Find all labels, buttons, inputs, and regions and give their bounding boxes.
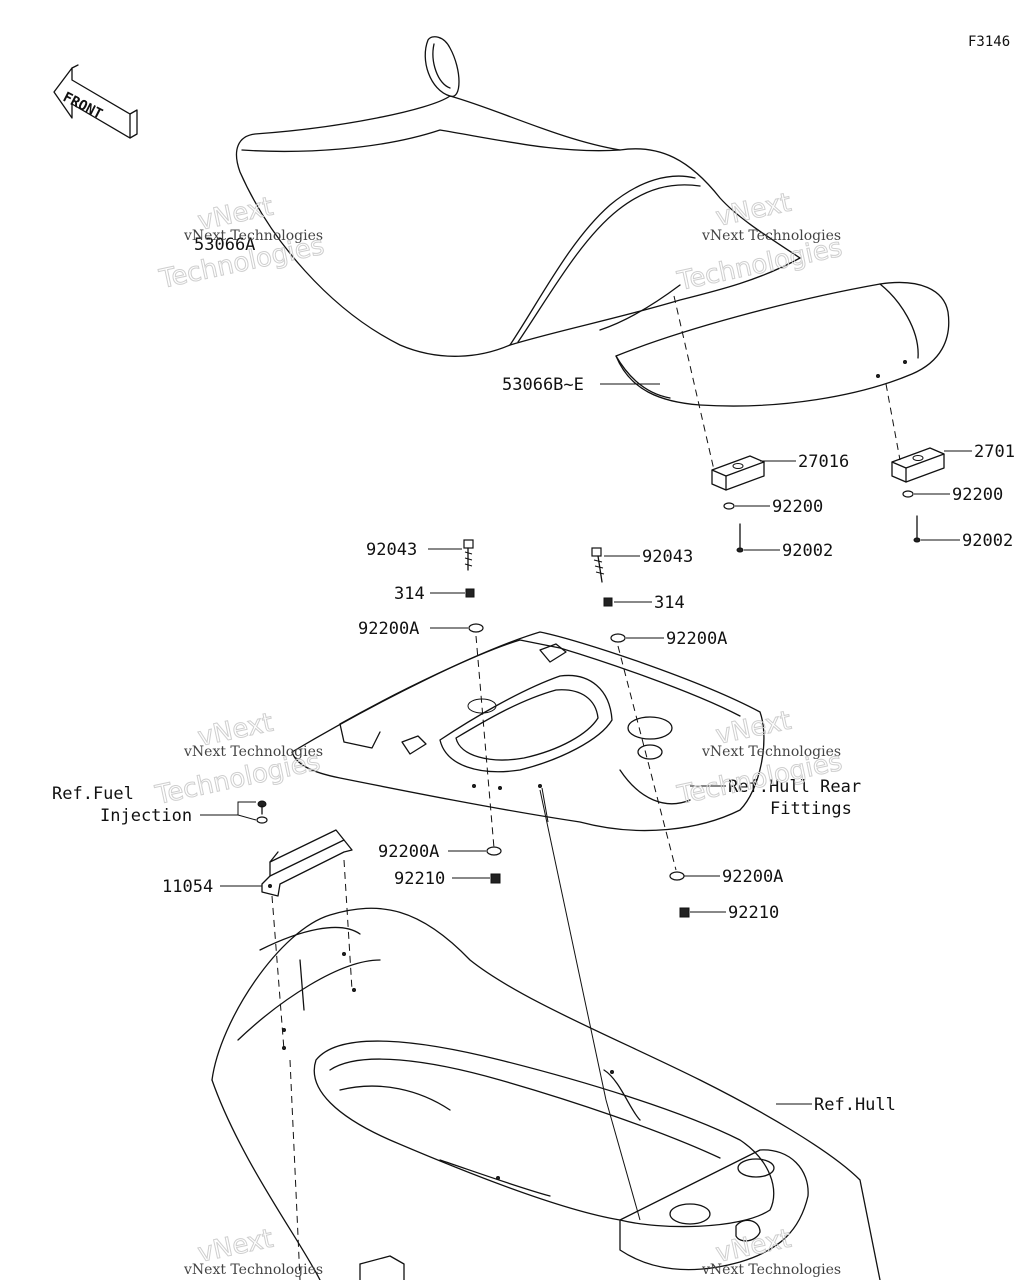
label-92210-left: 92210	[394, 869, 445, 889]
label-92200a-left-bottom: 92200A	[378, 842, 439, 862]
watermark-1-line: vNext Technologies	[183, 228, 323, 244]
bolt-92043-mid	[591, 547, 605, 583]
label-92002-far: 92002	[962, 531, 1013, 551]
label-53066b-e: 53066B~E	[502, 375, 584, 395]
bolt-92043-left	[463, 539, 474, 571]
bolt-92002-far	[913, 515, 921, 543]
seat-bracket-27016	[711, 455, 765, 491]
label-92200a-mid-top: 92200A	[666, 629, 727, 649]
hull-rear-fitting	[291, 631, 765, 832]
label-92002-right: 92002	[782, 541, 833, 561]
washer-92200a-left-top	[468, 623, 484, 633]
nut-92210-mid	[679, 907, 690, 918]
nut-314-mid	[603, 597, 613, 607]
ref-fuel-injection-line2: Injection	[100, 806, 192, 826]
fuel-bracket-11054	[261, 829, 353, 897]
figure-code: F3146	[968, 34, 1010, 50]
watermark-5-line: vNext Technologies	[183, 1262, 323, 1278]
watermark-3-line: vNext Technologies	[183, 744, 323, 760]
label-27016: 27016	[798, 452, 849, 472]
washer-fuel	[256, 816, 268, 824]
ref-hull: Ref.Hull	[814, 1095, 896, 1115]
label-92200-right: 92200	[772, 497, 823, 517]
watermark-6-line: vNext Technologies	[701, 1262, 841, 1278]
nut-314-left	[465, 588, 475, 598]
washer-92200-far	[902, 490, 914, 498]
seat-bracket-2701	[891, 447, 945, 483]
washer-92200a-mid-top	[610, 633, 626, 643]
label-92200-far: 92200	[952, 485, 1003, 505]
watermark-2-line: vNext Technologies	[701, 228, 841, 244]
watermark-4-line: vNext Technologies	[701, 744, 841, 760]
front-label: FRONT	[60, 89, 105, 122]
ref-hull-rear-fittings-line2: Fittings	[770, 799, 852, 819]
label-314-mid: 314	[654, 593, 685, 613]
label-92043-left: 92043	[366, 540, 417, 560]
label-53066a: 53066A	[194, 235, 255, 255]
label-314-left: 314	[394, 584, 425, 604]
washer-92200-right	[723, 502, 735, 510]
nut-92210-left	[490, 873, 501, 884]
hull	[211, 907, 881, 1280]
screw-fuel	[257, 800, 267, 815]
washer-92200a-mid-bottom	[669, 871, 685, 881]
bolt-92002-right	[736, 523, 744, 553]
rear-seat	[615, 281, 950, 407]
label-92200a-mid-bottom: 92200A	[722, 867, 783, 887]
ref-hull-rear-fittings-line1: Ref.Hull Rear	[728, 777, 861, 797]
label-11054: 11054	[162, 877, 213, 897]
front-seat	[235, 36, 801, 357]
front-arrow-icon: FRONT	[53, 64, 138, 139]
label-92210-mid: 92210	[728, 903, 779, 923]
label-92043-mid: 92043	[642, 547, 693, 567]
washer-92200a-left-bottom	[486, 846, 502, 856]
label-92200a-left-top: 92200A	[358, 619, 419, 639]
label-2701: 2701	[974, 442, 1015, 462]
ref-fuel-injection-line1: Ref.Fuel	[52, 784, 134, 804]
